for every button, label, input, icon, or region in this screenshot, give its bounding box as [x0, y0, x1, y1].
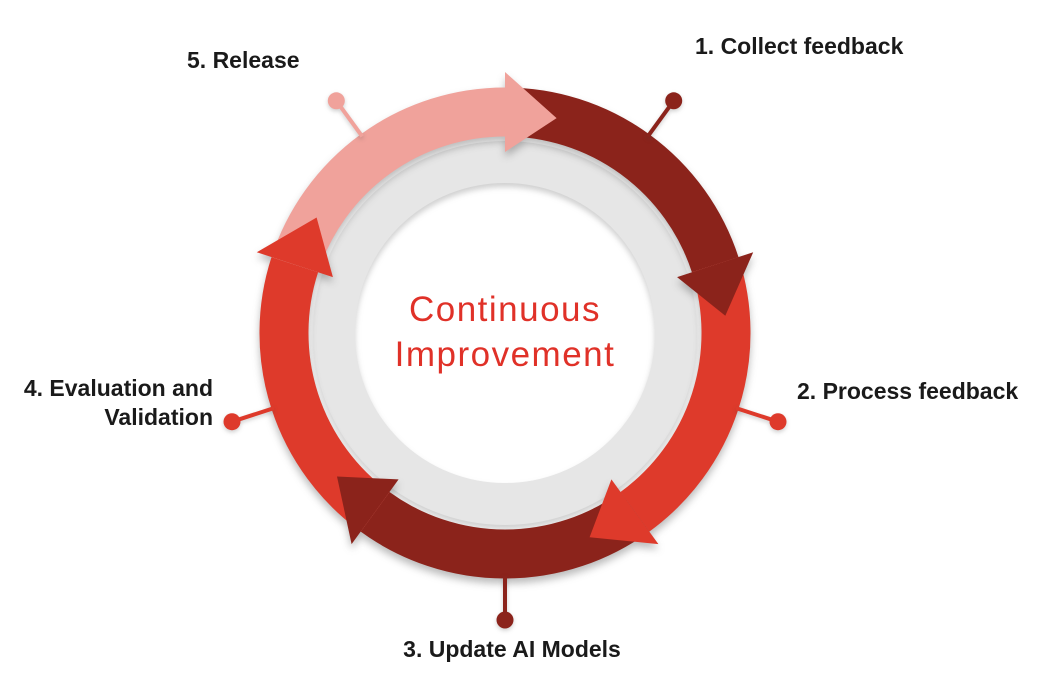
step-label-5: 5. Release — [187, 47, 300, 73]
segment-arrowhead-step3 — [337, 476, 399, 545]
leader-dot-step1 — [665, 92, 683, 110]
segment-arrowhead-step2 — [589, 479, 659, 545]
cycle-arrows-layer — [256, 72, 754, 579]
center-title-line1: Continuous — [408, 290, 602, 329]
leader-dot-step3 — [496, 611, 514, 629]
step-label-4: 4. Evaluation and Validation — [0, 374, 213, 432]
segment-arrowhead-step5 — [505, 72, 557, 152]
step-label-3: 3. Update AI Models — [403, 636, 621, 662]
leader-dot-step2 — [769, 413, 787, 431]
leader-dot-step5 — [327, 92, 345, 110]
gray-ring-layer — [313, 141, 697, 525]
step-label-4-line2: Validation — [104, 404, 213, 430]
step-label-2: 2. Process feedback — [797, 378, 1019, 404]
center-title-line2: Improvement — [394, 335, 616, 374]
leader-dot-step4 — [223, 413, 241, 431]
inner-gray-ring — [313, 141, 697, 525]
step-label-4-line1: 4. Evaluation and — [23, 375, 213, 401]
segment-arrowhead-step4 — [256, 217, 333, 278]
segment-arrowhead-step1 — [677, 252, 754, 316]
step-label-1: 1. Collect feedback — [695, 33, 904, 59]
center-title: Continuous Improvement — [395, 287, 616, 377]
leader-lines-layer — [223, 92, 787, 629]
